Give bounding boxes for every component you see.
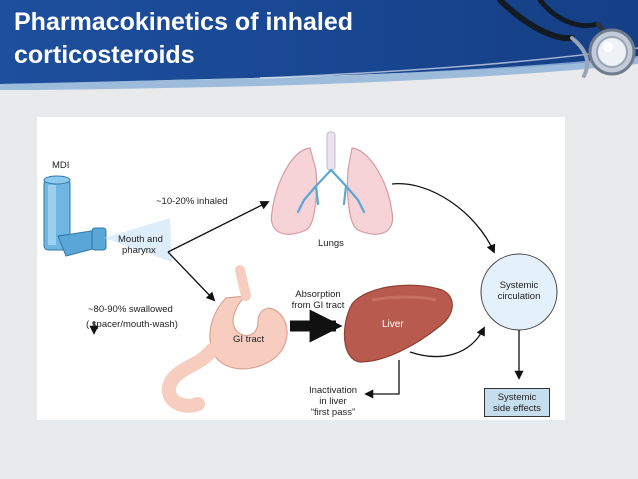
- lungs-label: Lungs: [318, 238, 344, 249]
- systemic-line-1: Systemic: [499, 280, 539, 291]
- absorption-line-1: Absorption: [295, 289, 341, 300]
- mouth-line-2: pharynx: [122, 245, 156, 256]
- title-line-1: Pharmacokinetics of inhaled: [14, 8, 353, 36]
- systemic-line-2: circulation: [497, 291, 541, 302]
- inhaled-label: ~10-20% inhaled: [156, 196, 228, 207]
- mouth-line-1: Mouth and: [118, 234, 163, 245]
- gi-tract-label: GI tract: [233, 334, 265, 345]
- side-effects-line-2: side effects: [493, 403, 541, 414]
- inactivation-label: Inactivation in liver “first pass”: [300, 385, 366, 418]
- side-effects-label: Systemic side effects: [485, 392, 549, 414]
- mdi-label: MDI: [52, 160, 70, 171]
- side-effects-line-1: Systemic: [497, 392, 537, 403]
- inactivation-line-2: in liver: [319, 396, 347, 407]
- mouth-pharynx-label: Mouth and pharynx: [118, 234, 163, 256]
- spray-plume: [104, 218, 172, 262]
- spacer-label: ( spacer/mouth-wash): [86, 319, 178, 330]
- lungs-icon: [270, 131, 394, 235]
- swallowed-label: ~80-90% swallowed: [88, 304, 173, 315]
- inhaler-icon: [43, 175, 107, 257]
- liver-label: Liver: [382, 319, 404, 330]
- absorption-label: Absorption from GI tract: [282, 289, 354, 311]
- side-effects-box: Systemic side effects: [484, 388, 550, 417]
- inactivation-line-1: Inactivation: [308, 385, 358, 396]
- stethoscope-icon: [497, 0, 636, 78]
- flow-arrows: [89, 183, 524, 399]
- liver-icon: [343, 284, 453, 363]
- inactivation-line-3: “first pass”: [310, 407, 356, 418]
- title-line-2: corticosteroids: [14, 41, 195, 69]
- systemic-circulation-label: Systemic circulation: [486, 280, 552, 302]
- absorption-line-2: from GI tract: [291, 300, 345, 311]
- slide-title: Pharmacokinetics of inhaled corticostero…: [14, 6, 353, 72]
- gi-tract-icon: [161, 265, 288, 413]
